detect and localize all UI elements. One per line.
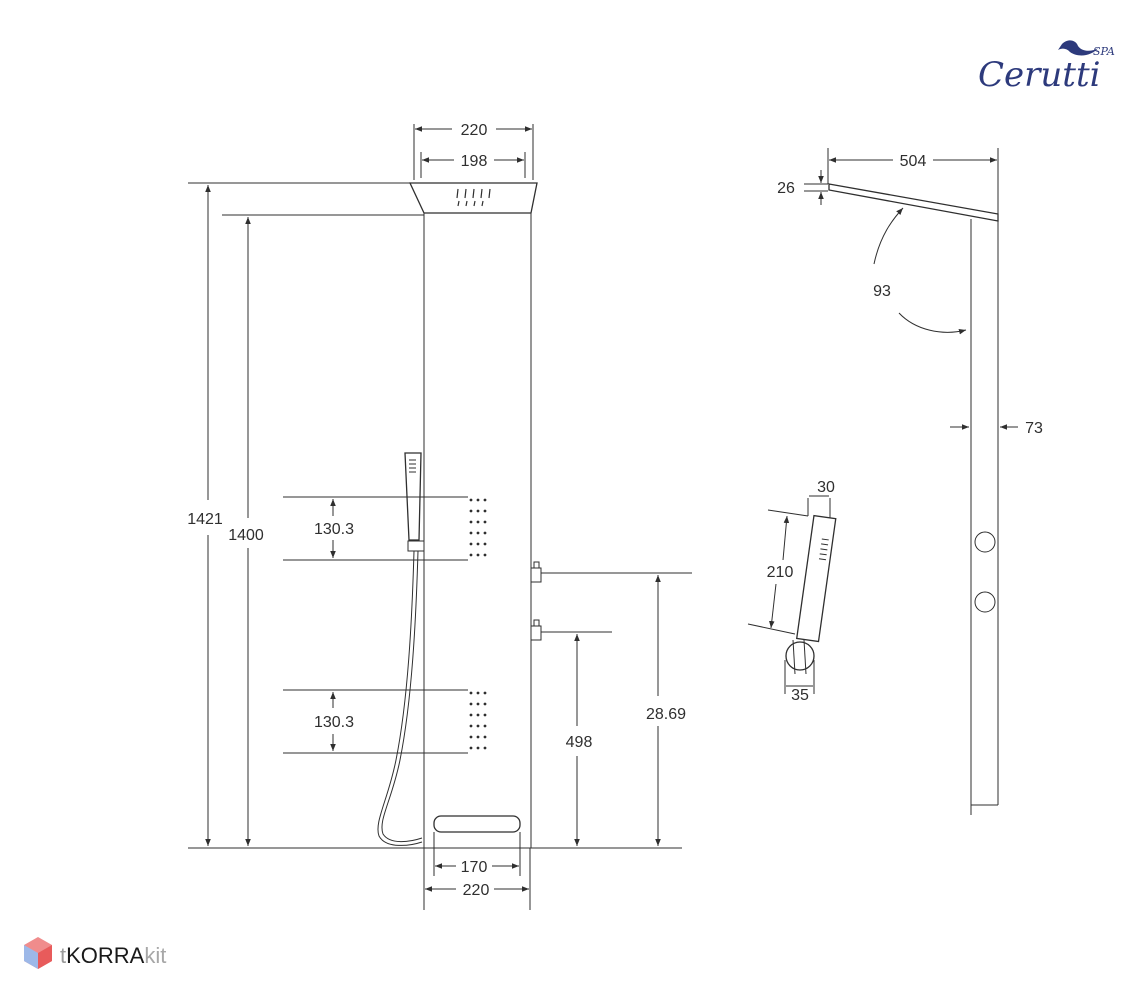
front-view — [188, 182, 682, 849]
jet-dot — [483, 531, 487, 535]
hand-shower-icon — [377, 452, 425, 846]
dim-valve-height-upper: 28.69 — [646, 706, 686, 723]
jet-dot — [469, 746, 473, 750]
jet-dot — [483, 724, 487, 728]
brand-logo: Cerutti SPA — [978, 40, 1115, 95]
dim-panel-height: 1400 — [228, 527, 264, 544]
dim-bottom-width-inner: 170 — [461, 859, 488, 876]
cube-icon — [24, 937, 52, 969]
side-knob-upper-icon — [974, 531, 996, 553]
jet-dot — [476, 746, 480, 750]
watermark: tKORRAkit — [24, 937, 166, 969]
jet-dot — [469, 691, 473, 695]
jet-dot — [469, 509, 473, 513]
jet-dot — [469, 713, 473, 717]
swan-icon — [1058, 40, 1098, 56]
dim-handset-holder: 35 — [791, 687, 809, 704]
jet-dot — [476, 509, 480, 513]
dim-handset-width: 30 — [817, 479, 835, 496]
dim-head-angle: 93 — [873, 283, 891, 300]
jet-dot — [483, 735, 487, 739]
dim-valve-height-lower: 498 — [566, 734, 593, 751]
jet-dot — [476, 531, 480, 535]
handset-holder-icon — [785, 641, 815, 671]
jet-dot — [483, 691, 487, 695]
jet-dot — [476, 498, 480, 502]
handset-detail — [785, 514, 837, 675]
jet-dot — [483, 498, 487, 502]
jet-dot — [476, 735, 480, 739]
jet-dot — [483, 520, 487, 524]
dim-nozzle-gap-lower: 130.3 — [314, 714, 354, 731]
jet-dot — [476, 702, 480, 706]
dim-bottom-width-outer: 220 — [463, 882, 490, 899]
spout-outline — [433, 815, 521, 833]
dim-nozzle-gap-upper: 130.3 — [314, 521, 354, 538]
jet-dot — [483, 553, 487, 557]
jet-dot — [469, 531, 473, 535]
valve-knob-upper-icon — [530, 561, 542, 583]
dim-panel-depth: 73 — [1025, 420, 1043, 437]
dim-top-width-inner: 198 — [461, 153, 488, 170]
jet-dot — [469, 735, 473, 739]
jet-dot — [483, 746, 487, 750]
dim-handset-length: 210 — [767, 564, 794, 581]
jet-dot — [483, 509, 487, 513]
jet-dot — [469, 724, 473, 728]
jet-dot — [469, 520, 473, 524]
dim-total-height: 1421 — [187, 511, 223, 528]
jet-dot — [469, 498, 473, 502]
handset-dimensions: 30 210 35 — [747, 479, 835, 704]
jet-dot — [476, 724, 480, 728]
jet-dot — [469, 542, 473, 546]
side-knob-lower-icon — [974, 591, 996, 613]
valve-knob-lower-icon — [530, 619, 542, 641]
watermark-suffix: kit — [144, 943, 166, 968]
jet-dot — [476, 691, 480, 695]
body-jets-upper-icon — [469, 498, 487, 557]
watermark-middle: KORRA — [66, 943, 145, 968]
brand-name: Cerutti — [978, 55, 1101, 95]
jet-dot — [476, 713, 480, 717]
front-dimensions: 220 198 1421 1400 130.3 130.3 28.69 — [187, 122, 692, 910]
jet-dot — [476, 542, 480, 546]
jet-dot — [483, 542, 487, 546]
jet-dot — [469, 702, 473, 706]
jet-dot — [483, 702, 487, 706]
jet-dot — [469, 553, 473, 557]
brand-suffix: SPA — [1093, 45, 1115, 58]
svg-text:tKORRAkit: tKORRAkit — [60, 943, 166, 968]
rain-nozzles-icon — [456, 188, 491, 207]
side-dimensions: 504 26 93 73 — [777, 148, 1043, 437]
body-jets-lower-icon — [469, 691, 487, 750]
jet-dot — [483, 713, 487, 717]
jet-dot — [476, 553, 480, 557]
jet-dot — [476, 520, 480, 524]
watermark-prefix: t — [60, 943, 66, 968]
dim-head-thickness: 26 — [777, 180, 795, 197]
side-view — [828, 148, 999, 815]
dim-top-width-outer: 220 — [461, 122, 488, 139]
dim-head-depth: 504 — [900, 153, 927, 170]
